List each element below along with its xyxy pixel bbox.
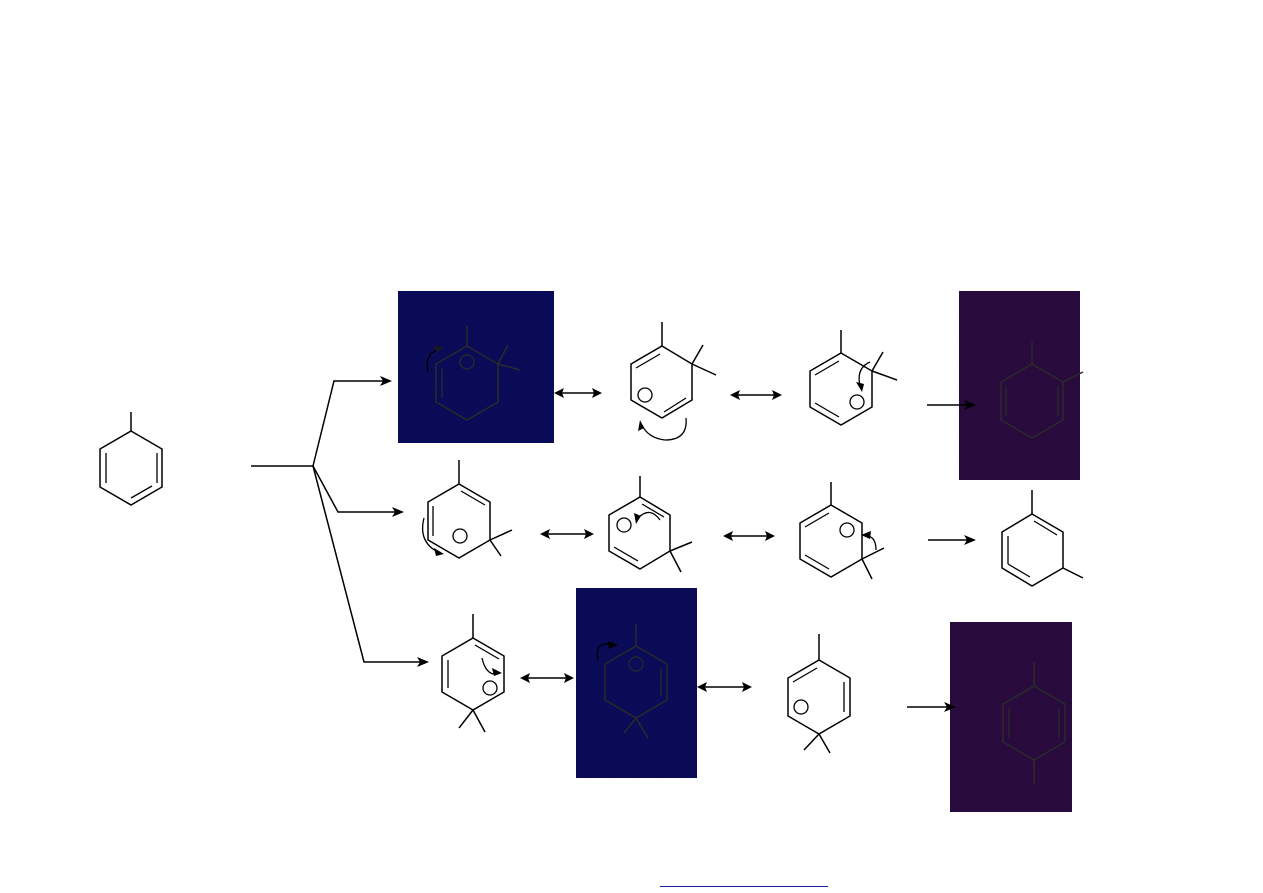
resonance-arrow-3b: [697, 682, 752, 692]
ortho-arenium-3: [809, 330, 898, 426]
ortho-arenium-1: [426, 326, 521, 421]
branch-arrows: [251, 376, 429, 667]
resonance-arrow-2b: [723, 531, 775, 541]
meta-arenium-2: [608, 476, 693, 573]
product-arrow-para: [907, 702, 956, 712]
resonance-arrow-2a: [540, 529, 594, 539]
ortho-arenium-2: [630, 322, 717, 441]
ortho-product: [1000, 342, 1084, 439]
meta-arenium-3: [799, 482, 885, 580]
para-arenium-2: [596, 624, 668, 739]
footer-rule: [660, 886, 828, 887]
para-product: [1002, 662, 1066, 784]
highlight-boxes: [398, 291, 1080, 812]
toluene-structure: [99, 412, 163, 506]
para-arenium-1: [441, 614, 505, 733]
resonance-arrow-3a: [520, 673, 574, 683]
meta-arenium-1: [421, 460, 513, 559]
para-arenium-3: [787, 634, 851, 754]
resonance-arrow-1b: [730, 390, 782, 400]
resonance-arrow-1a: [554, 388, 602, 398]
meta-product: [1001, 490, 1084, 587]
product-arrow-meta: [928, 535, 976, 545]
product-arrow-ortho: [927, 400, 976, 410]
